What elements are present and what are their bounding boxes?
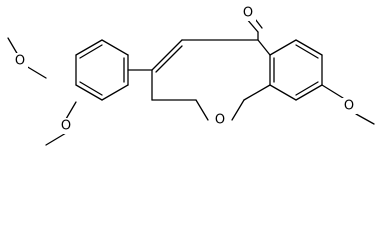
bond: [195, 99, 209, 121]
ring-oxygen-label: O: [215, 113, 225, 128]
methoxy-oxygen-top-label: O: [15, 54, 25, 69]
bond-layer: [7, 14, 375, 146]
bond: [65, 101, 77, 120]
carbonyl-oxygen-label: O: [243, 6, 253, 21]
bond: [79, 81, 103, 96]
bond: [321, 84, 344, 99]
methoxy-oxygen-right-label: O: [344, 99, 354, 114]
bond: [295, 84, 323, 101]
bond: [257, 39, 271, 56]
bond: [79, 44, 103, 59]
bond: [295, 39, 323, 56]
bond: [75, 39, 103, 56]
bond: [151, 39, 183, 71]
atom-label-layer: O O O O O: [12, 5, 357, 134]
bond: [7, 37, 19, 56]
bond: [45, 132, 67, 146]
bond: [101, 84, 129, 101]
bond: [269, 39, 297, 56]
methoxy-oxygen-middle-label: O: [61, 119, 71, 134]
bond: [295, 81, 319, 96]
bond: [295, 44, 319, 59]
bond: [355, 113, 375, 125]
bond: [155, 45, 183, 73]
bond: [75, 84, 103, 101]
chemical-structure-diagram: O O O O O: [7, 5, 375, 146]
bond: [269, 84, 297, 101]
bond: [25, 65, 47, 79]
bond: [243, 84, 271, 101]
bond: [101, 39, 129, 56]
bond: [231, 99, 245, 121]
